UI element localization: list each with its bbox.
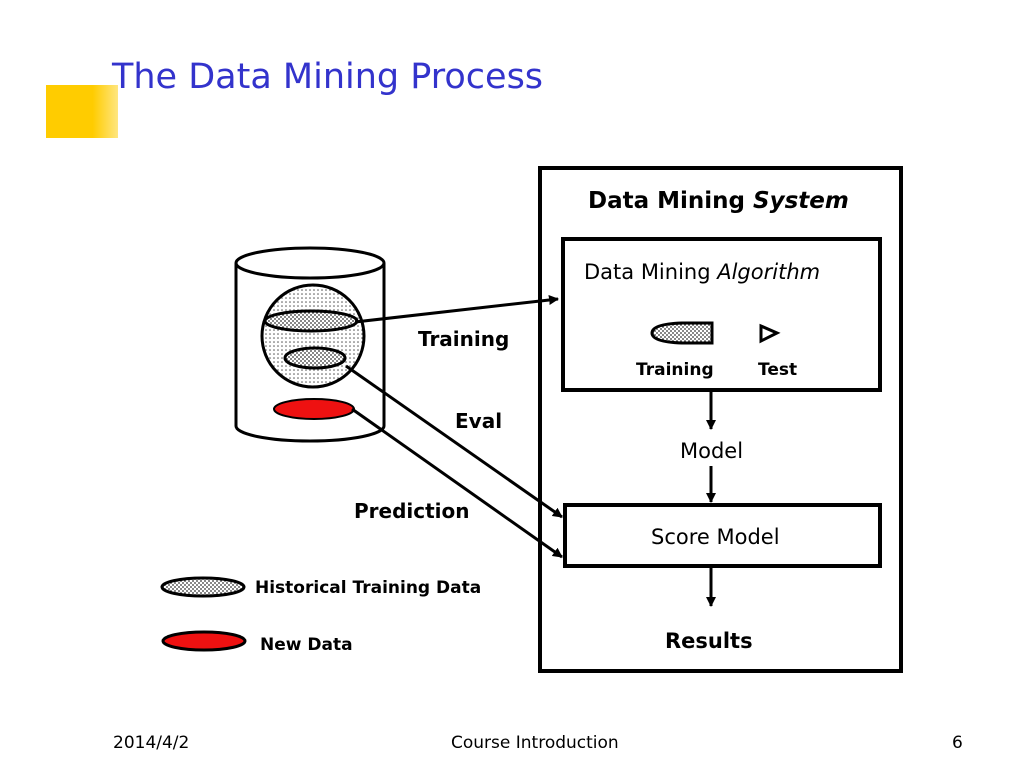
footer-page-number: 6: [952, 733, 963, 753]
algorithm-title: Data Mining Algorithm: [584, 260, 820, 284]
eval-data-ellipse: [283, 346, 347, 370]
algorithm-test-shape: [759, 323, 781, 344]
prediction-arrow: [351, 407, 563, 559]
arrow-eval-label: Eval: [455, 409, 502, 433]
data-mining-algorithm-box: [561, 237, 882, 392]
training-arrow: [354, 295, 559, 324]
model-label: Model: [680, 439, 743, 463]
training-data-ellipse: [263, 309, 359, 333]
score-model-label: Score Model: [651, 525, 780, 549]
legend-new-data-label: New Data: [260, 635, 353, 655]
results-label: Results: [665, 629, 753, 653]
eval-arrow: [345, 364, 563, 519]
algorithm-training-shape: [650, 321, 714, 345]
arrow-prediction-label: Prediction: [354, 499, 470, 523]
data-mining-system-box: [538, 166, 903, 673]
algorithm-training-label: Training: [636, 360, 714, 380]
legend-new-data-swatch: [161, 630, 247, 652]
footer-course: Course Introduction: [451, 733, 619, 753]
system-title: Data Mining System: [588, 188, 849, 214]
title-accent-bar: [46, 85, 118, 138]
legend-historical-swatch: [160, 576, 246, 598]
score-model-box: [563, 503, 882, 568]
footer-date: 2014/4/2: [113, 733, 190, 753]
legend-historical-label: Historical Training Data: [255, 578, 481, 598]
slide-title: The Data Mining Process: [112, 57, 544, 97]
arrow-training-label: Training: [418, 327, 509, 351]
historical-data-group: [260, 283, 366, 389]
new-data-ellipse: [273, 398, 355, 420]
algorithm-test-label: Test: [758, 360, 797, 380]
